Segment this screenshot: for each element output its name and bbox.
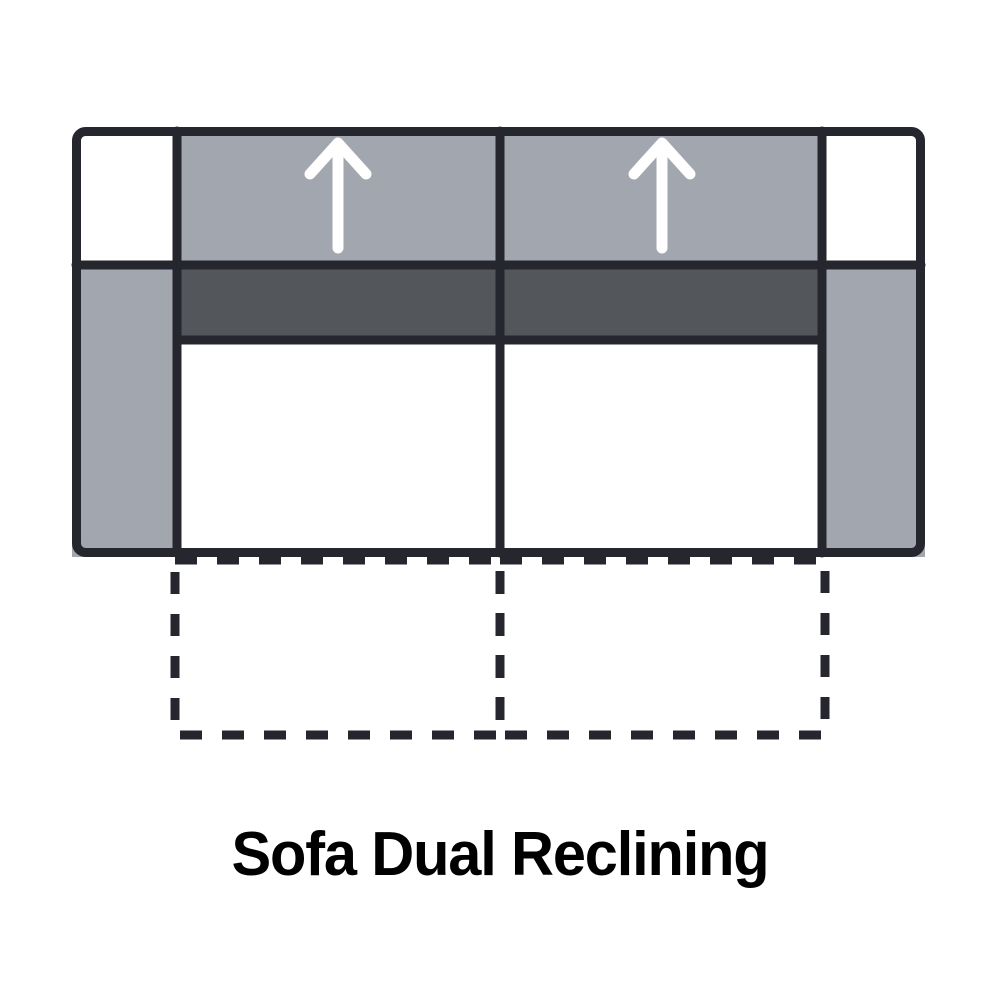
right-dark-band-fill (500, 265, 822, 340)
left-arrow-head (304, 137, 372, 180)
right-seat-fill (500, 340, 822, 557)
arrow-up-icon (304, 137, 372, 254)
left-dark-band-fill (177, 265, 500, 340)
left-arm-fill (72, 265, 177, 557)
recline-arrows-layer (304, 137, 696, 254)
right-arm-fill (822, 265, 925, 557)
page-title: Sofa Dual Reclining (231, 820, 769, 889)
right-arm-top-fill (822, 127, 925, 265)
outline-layer (71, 126, 926, 558)
right-arrow-head (628, 137, 696, 180)
fills-layer (72, 127, 925, 557)
left-seat-fill (177, 340, 500, 557)
arrow-up-icon (628, 137, 696, 254)
left-arm-top-fill (72, 127, 177, 265)
